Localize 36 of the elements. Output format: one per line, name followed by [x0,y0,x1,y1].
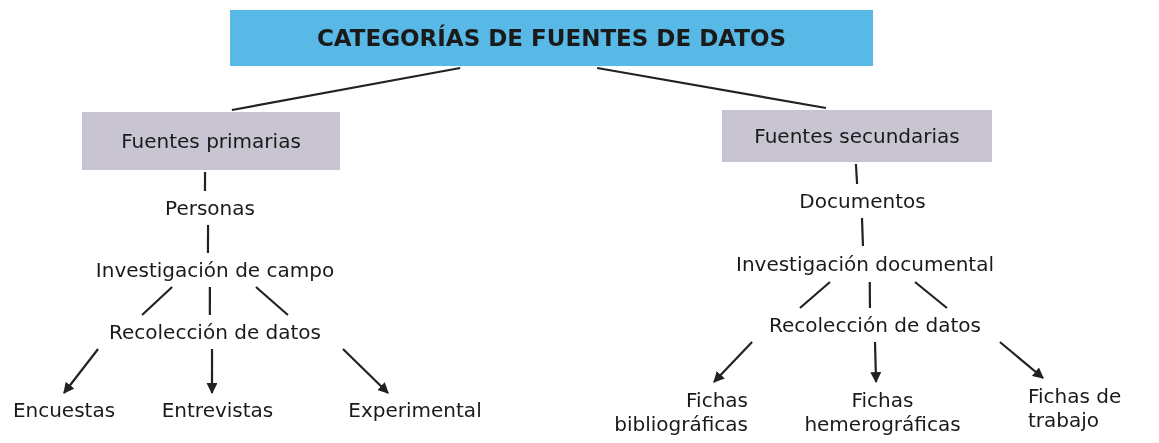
concept-label: Fichas hemerográficas [775,384,990,440]
concept-label: Entrevistas [145,395,290,425]
connector-line [231,66,461,112]
arrow [713,341,753,383]
connector-line [596,66,827,110]
title-text: CATEGORÍAS DE FUENTES DE DATOS [315,25,788,51]
connector-line [868,282,872,308]
connector-line [860,217,865,247]
connector-line [206,225,210,253]
category-box [82,112,340,170]
title-banner [230,10,873,66]
concept-label: Encuestas [5,395,123,425]
concept-label: Fichas de trabajo [1028,380,1133,436]
connector-line [208,287,211,315]
connector-line [255,286,289,316]
category-label: Fuentes primarias [120,129,302,153]
category-label: Fuentes secundarias [753,124,961,148]
connector-line [914,281,948,309]
connector-line [799,281,831,309]
category-box [722,110,992,162]
concept-label: Documentos [775,186,950,216]
concept-label: Recolección de datos [80,317,350,347]
arrow [870,341,882,384]
concept-label: Personas [140,193,280,223]
arrow [63,348,99,394]
concept-label: Experimental [320,395,510,425]
connector-line [141,286,173,316]
arrow [342,348,389,394]
concept-label: Fichas bibliográficas [568,384,748,440]
concept-label: Investigación documental [695,248,1035,280]
arrow [206,349,218,395]
concept-label: Recolección de datos [735,310,1015,340]
connector-line [854,163,859,185]
concept-label: Investigación de campo [55,255,375,285]
arrow [999,341,1044,379]
connector-line [203,172,207,191]
